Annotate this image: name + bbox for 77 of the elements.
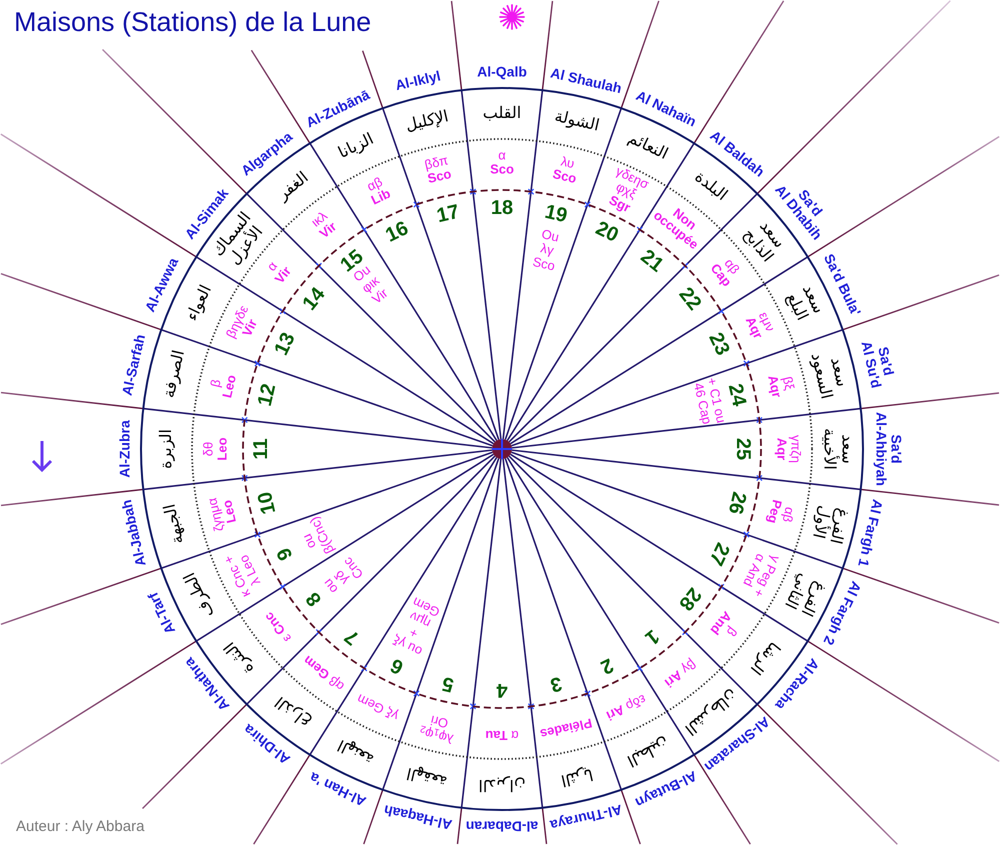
star-designation: δθ Leo (202, 437, 230, 461)
arabic-name: الزبانا (336, 130, 377, 163)
mansion-number: 3 (548, 672, 564, 695)
arabic-name: العواء (182, 282, 216, 324)
arabic-name: النعائم (624, 128, 671, 164)
star-designation: εμν Aqr (742, 308, 778, 342)
star-designation: αβ Lib (364, 174, 393, 208)
mansion-number: 19 (542, 202, 569, 226)
mansion-number: 11 (251, 438, 271, 460)
author-credit: Auteur : Aly Abbara (16, 818, 144, 837)
arabic-name: الشولة (552, 107, 601, 136)
mansion-number: 4 (496, 680, 508, 700)
mansion-name: Al Shaulah (548, 66, 623, 97)
mansion-number: 28 (676, 584, 706, 614)
mansion-number: 16 (383, 218, 412, 246)
mansion-number: 1 (642, 626, 663, 649)
arabic-name: الصرفة (160, 348, 189, 400)
mansion-name: Al-Sarfah (120, 333, 149, 398)
star-designation: γπζη Aqr (774, 435, 802, 463)
mansion-name: Al-Iklyl (394, 68, 442, 94)
star-designation: Pléiades (538, 715, 593, 741)
star-designation: εδρ Ari (604, 691, 648, 722)
arabic-name: الهقعة (405, 763, 450, 790)
arabic-name: الثريا (558, 764, 595, 790)
mansion-number: 13 (271, 330, 299, 359)
star-designation: βδπ Sco (424, 154, 454, 187)
mansion-number: 7 (341, 626, 362, 649)
arabic-name: البطين (624, 734, 672, 770)
mansion-number: 20 (592, 218, 621, 246)
mansion-name: Al Fargh 1 (854, 498, 885, 568)
arabic-name: الإكليل (404, 108, 450, 136)
title: Maisons (Stations) de la Lune (14, 6, 372, 39)
mansion-name: Al-Qalb (477, 64, 527, 80)
mansion-number: 25 (733, 438, 753, 460)
arabic-name: الزبرة (156, 429, 176, 469)
alternative-stars: Ou λγ Sco (532, 226, 562, 274)
arabic-name: الدبران (478, 776, 526, 794)
arabic-name: الطرف (180, 569, 218, 620)
star-designation: βηγδε Vir (224, 303, 262, 342)
mansion-number: 27 (705, 539, 733, 568)
mansion-number: 26 (724, 490, 750, 516)
star-designation: β Leo (206, 372, 240, 400)
mansion-name: al-Dabaran (466, 818, 538, 834)
arabic-name: الذراع (271, 692, 314, 732)
mansion-number: 2 (597, 654, 616, 678)
mansion-number: 14 (298, 284, 328, 314)
star-designation: βξ Aqr (764, 373, 798, 400)
mansion-number: 23 (705, 330, 733, 359)
mansion-number: 12 (254, 382, 280, 408)
mansion-number: 5 (440, 672, 456, 695)
mansion-number: 22 (676, 284, 706, 314)
mansion-name: Al-Zubra (117, 420, 133, 478)
star-designation: ε Cnc (262, 610, 295, 646)
star-designation: κ Cnc + λ Leo (220, 552, 265, 602)
star-designation: α Vir (263, 257, 295, 286)
mansion-name: Sa'd Al Su'd (858, 338, 899, 390)
star-designation: γξ Gem (354, 690, 401, 723)
mansion-name: Al-Thuraya (548, 800, 624, 832)
mansion-number: 10 (254, 490, 280, 516)
mansion-name: Sa'd Al-Ahbiyah (872, 412, 904, 486)
arabic-name: الجبهة (160, 502, 188, 546)
star-designation: α Sco (490, 148, 514, 178)
arabic-name: الهنعة (335, 735, 378, 768)
star-designation: αβ Peg (764, 498, 798, 526)
arabic-name: سعد السعود (806, 350, 853, 402)
star-designation: λυ Sco (550, 154, 578, 187)
arabic-name: سعد الأخبية (820, 428, 856, 470)
mansion-number: 21 (637, 246, 668, 276)
mansion-number: 18 (490, 198, 514, 218)
mansion-number: 17 (435, 202, 462, 226)
mansion-number: 9 (273, 544, 296, 563)
arabic-name: الفرغ الأول (808, 502, 852, 546)
arabic-name: القلب (482, 104, 522, 122)
star-designation: βγ Ari (662, 656, 699, 690)
star-designation: ζγημα Leo (205, 495, 240, 532)
star-designation: α Tau (485, 728, 519, 742)
star-designation: ικλ Vir (308, 208, 340, 242)
